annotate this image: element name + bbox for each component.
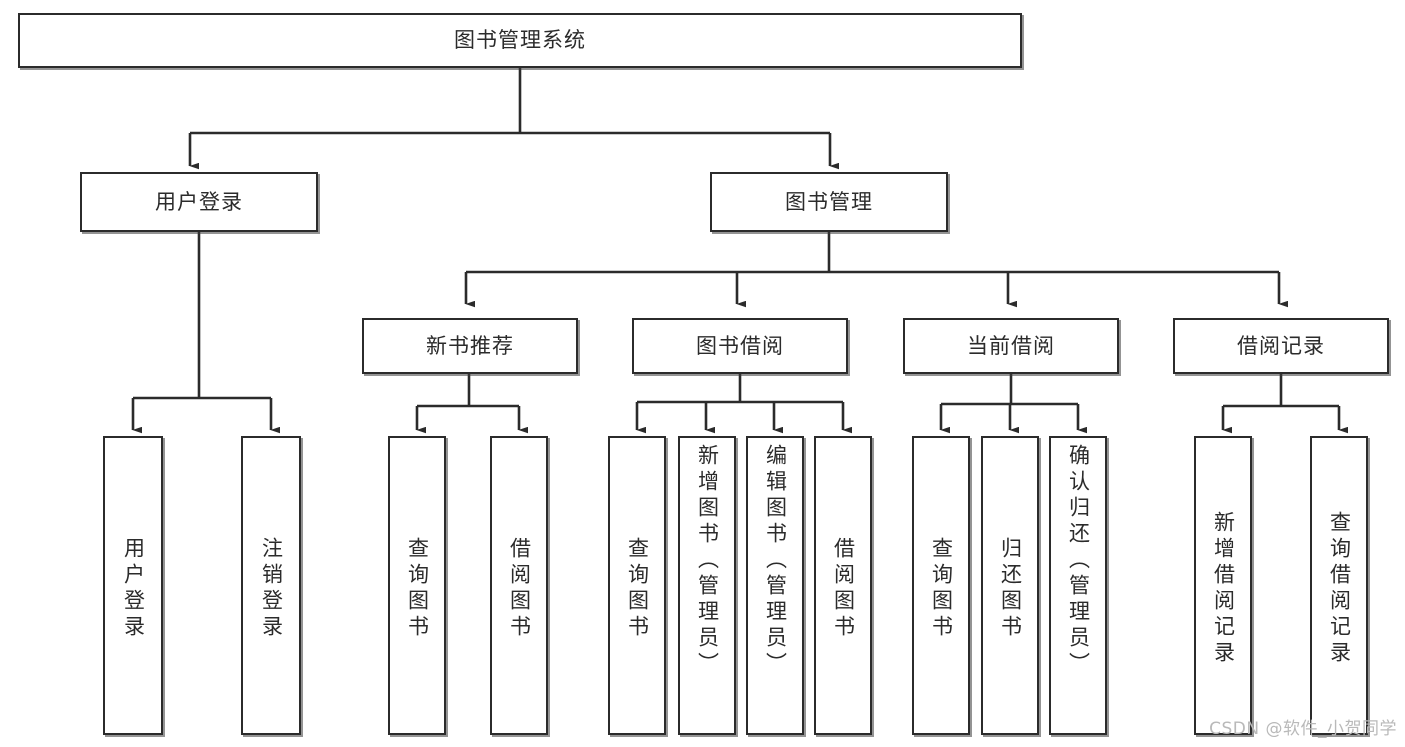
node-user-login-label: 用户登录 [155, 189, 243, 214]
node-leaf-edit-book[interactable]: 编辑图书（管理员） [746, 436, 804, 735]
node-leaf-query-book-borrow[interactable]: 查询图书 [608, 436, 666, 735]
node-leaf-query-book-rec-label: 查询图书 [405, 536, 430, 641]
node-leaf-add-book[interactable]: 新增图书（管理员） [678, 436, 736, 735]
node-user-login[interactable]: 用户登录 [80, 172, 318, 232]
node-root[interactable]: 图书管理系统 [18, 13, 1022, 68]
csdn-watermark: CSDN @软件_小贺同学 [1209, 719, 1397, 739]
node-borrow-record[interactable]: 借阅记录 [1173, 318, 1389, 374]
node-leaf-query-record-label: 查询借阅记录 [1327, 510, 1352, 667]
node-leaf-borrow-book-rec[interactable]: 借阅图书 [490, 436, 548, 735]
node-leaf-user-login[interactable]: 用户登录 [103, 436, 163, 735]
node-root-label: 图书管理系统 [454, 28, 586, 53]
node-leaf-query-book-rec[interactable]: 查询图书 [388, 436, 446, 735]
node-leaf-logout-label: 注销登录 [259, 536, 284, 641]
node-leaf-return-book[interactable]: 归还图书 [981, 436, 1039, 735]
node-leaf-query-book-current-label: 查询图书 [929, 536, 954, 641]
node-leaf-query-book-borrow-label: 查询图书 [625, 536, 650, 641]
node-leaf-edit-book-label: 编辑图书（管理员） [763, 444, 788, 678]
node-leaf-borrow-book[interactable]: 借阅图书 [814, 436, 872, 735]
node-leaf-user-login-label: 用户登录 [121, 536, 146, 641]
node-leaf-borrow-book-label: 借阅图书 [831, 536, 856, 641]
node-book-borrow[interactable]: 图书借阅 [632, 318, 848, 374]
node-leaf-return-book-label: 归还图书 [998, 536, 1023, 641]
node-leaf-logout[interactable]: 注销登录 [241, 436, 301, 735]
node-current-borrow[interactable]: 当前借阅 [903, 318, 1119, 374]
node-leaf-confirm-return[interactable]: 确认归还（管理员） [1049, 436, 1107, 735]
node-book-borrow-label: 图书借阅 [696, 333, 784, 358]
node-current-borrow-label: 当前借阅 [967, 333, 1055, 358]
node-leaf-confirm-return-label: 确认归还（管理员） [1066, 444, 1091, 678]
node-book-management[interactable]: 图书管理 [710, 172, 948, 232]
node-borrow-record-label: 借阅记录 [1237, 333, 1325, 358]
node-new-book-recommend[interactable]: 新书推荐 [362, 318, 578, 374]
node-leaf-add-record-label: 新增借阅记录 [1211, 510, 1236, 667]
node-leaf-add-book-label: 新增图书（管理员） [695, 444, 720, 678]
node-leaf-borrow-book-rec-label: 借阅图书 [507, 536, 532, 641]
node-leaf-add-record[interactable]: 新增借阅记录 [1194, 436, 1252, 735]
node-leaf-query-record[interactable]: 查询借阅记录 [1310, 436, 1368, 735]
node-book-management-label: 图书管理 [785, 189, 873, 214]
node-new-book-recommend-label: 新书推荐 [426, 333, 514, 358]
node-leaf-query-book-current[interactable]: 查询图书 [912, 436, 970, 735]
